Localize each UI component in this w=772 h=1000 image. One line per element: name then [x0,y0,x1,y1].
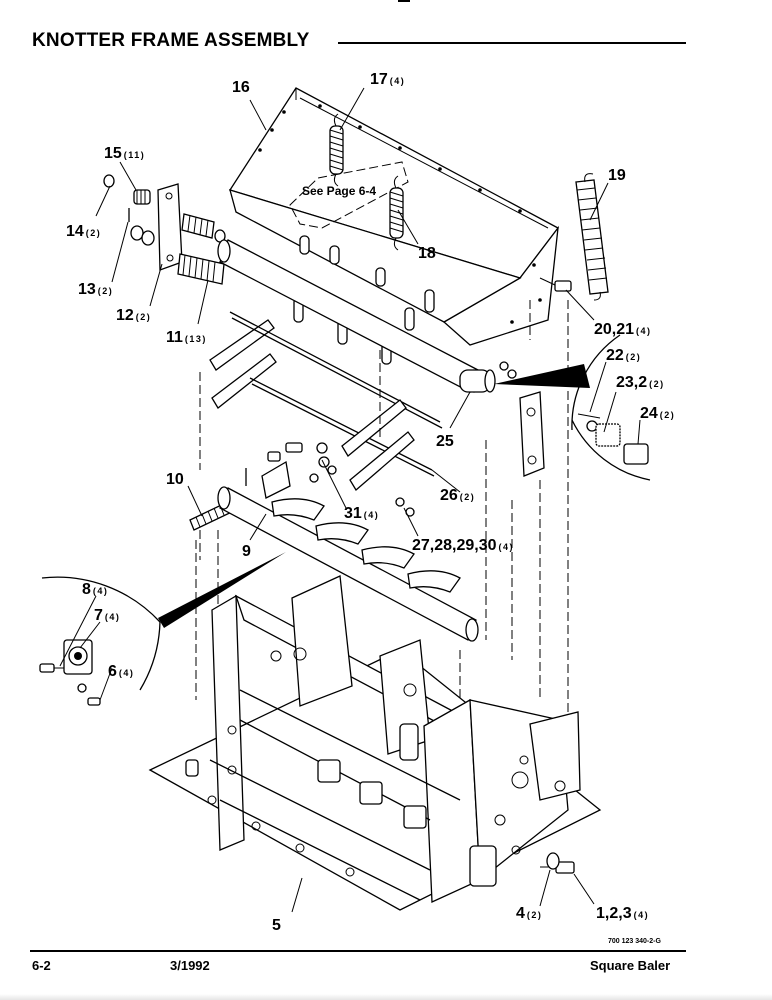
callout-16: 16 [232,79,250,96]
spring-part-15 [133,189,151,205]
callout-1-3: 1,2,3(4) [596,905,649,922]
callout-18: 18 [418,245,436,262]
base-frame-part-5 [148,575,602,911]
side-plate-part-12 [157,183,183,271]
callout-13: 13(2) [78,281,113,298]
callout-7: 7(4) [94,607,120,624]
callout-4: 4(2) [516,905,542,922]
callout-9: 9 [242,543,251,560]
arm-assembly [209,311,443,491]
callout-10: 10 [166,471,184,488]
ring-part-14 [103,174,115,188]
spring-part-11-upper [181,213,215,239]
callout-24: 24(2) [640,405,675,422]
shaft-part-25 [217,239,496,393]
bolt-part-20 [539,277,572,292]
spring-part-17 [329,113,344,187]
knotter-reference-outline [289,161,409,229]
callout-14: 14(2) [66,223,101,240]
callout-17: 17(4) [370,71,405,88]
drawing-part-code: 700 123 340-2-G [608,938,661,945]
revision-date: 3/1992 [170,958,210,973]
spring-part-11 [177,253,225,285]
callout-12: 12(2) [116,307,151,324]
bar-part-9 [217,460,479,642]
washer-part-4 [546,852,560,870]
footer-rule [30,950,686,952]
page-title: KNOTTER FRAME ASSEMBLY [32,30,310,51]
side-bracket-right [519,391,545,477]
callout-11: 11(13) [166,329,207,346]
scan-edge [0,994,772,1000]
detail-circle-left [39,552,286,706]
fastener-group-31 [267,361,517,517]
callout-8: 8(4) [82,581,108,598]
callout-20-21: 20,21(4) [594,321,652,338]
see-page-note: See Page 6-4 [302,184,376,198]
callout-15: 15(11) [104,145,145,162]
callout-25: 25 [436,433,454,450]
callout-19: 19 [608,167,626,184]
callout-22: 22(2) [606,347,641,364]
callout-26: 26(2) [440,487,475,504]
callout-labels: 16 17(4) 15(11) 19 14(2) 18 13(2) 12(2) … [66,71,675,934]
leader-lines [59,87,641,913]
washer-parts [130,225,226,246]
product-name: Square Baler [590,958,671,973]
callout-6: 6(4) [108,663,134,680]
callout-23: 23,2(2) [616,374,665,391]
page-top-mark [398,0,410,2]
page-number: 6-2 [32,958,51,973]
callout-27-30: 27,28,29,30(4) [412,537,514,554]
detail-circle-right [494,334,651,481]
title-rule [338,42,686,44]
callout-5: 5 [272,917,281,934]
callout-31: 31(4) [344,505,379,522]
spring-part-18 [389,175,404,251]
